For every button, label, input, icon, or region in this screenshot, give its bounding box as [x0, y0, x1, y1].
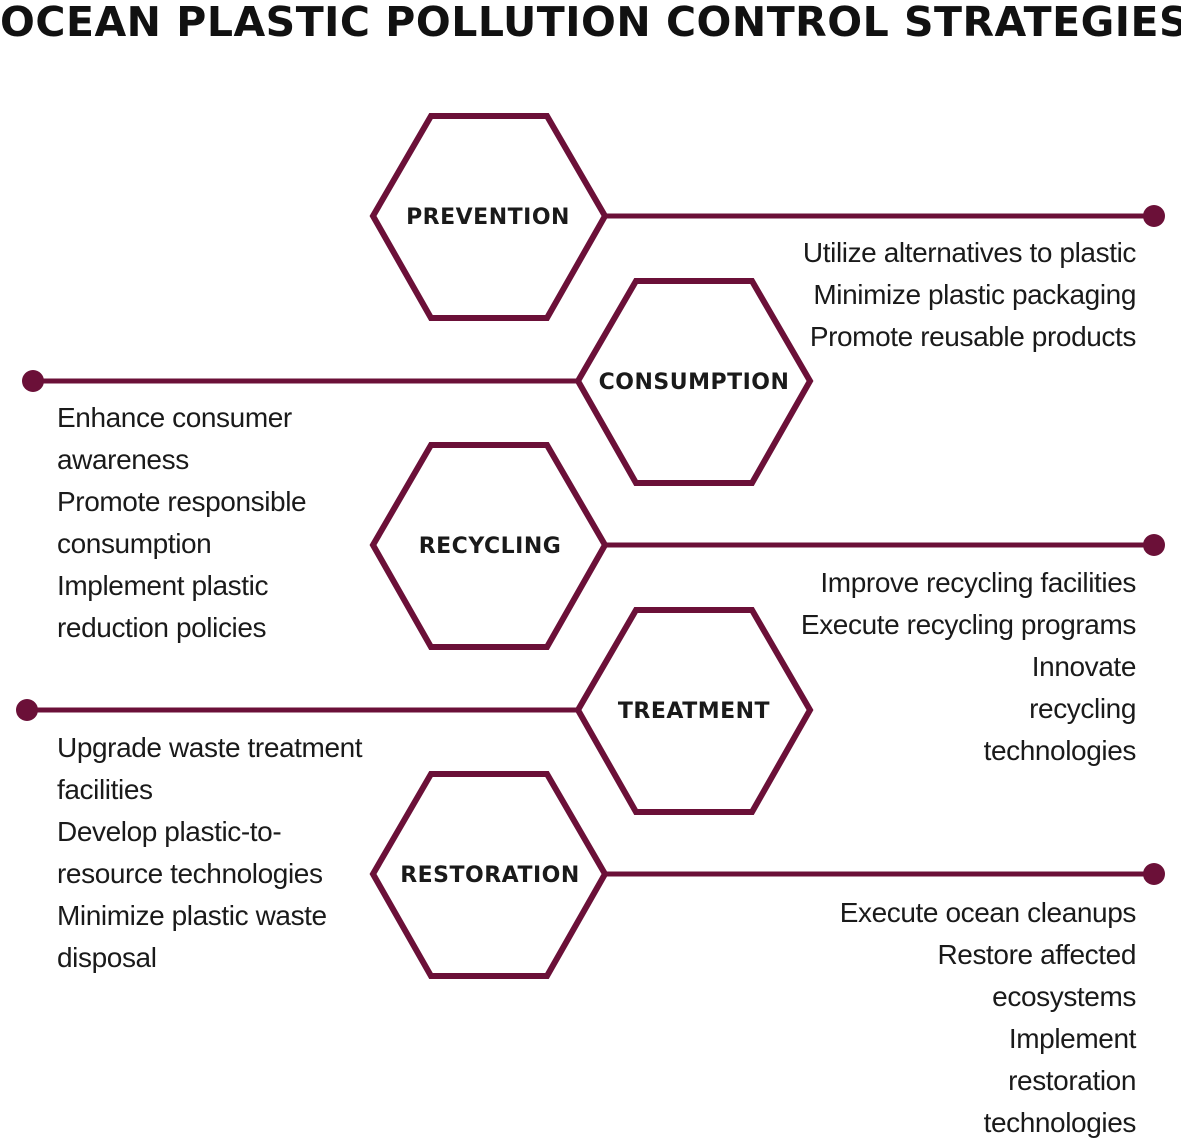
- list-item: Minimize plastic packaging: [813, 279, 1136, 310]
- recycling-items: Improve recycling facilities Execute rec…: [756, 562, 1136, 772]
- hexagon-shape: [369, 771, 609, 979]
- strategy-node-prevention: PREVENTION: [369, 113, 1165, 321]
- prevention-items: Utilize alternatives to plastic Minimize…: [716, 232, 1136, 358]
- strategy-node-recycling: RECYCLING: [369, 442, 1165, 650]
- restoration-items: Execute ocean cleanups Restore affected …: [796, 892, 1137, 1144]
- list-item: Implement restoration technologies: [983, 1023, 1137, 1138]
- connector-dot: [1143, 205, 1165, 227]
- connector-dot: [22, 370, 44, 392]
- strategy-diagram: PREVENTION CONSUMPTION RECYCLING TREATME…: [16, 113, 1165, 979]
- list-item: Restore affected ecosystems: [937, 939, 1136, 1012]
- strategy-node-consumption: CONSUMPTION: [22, 278, 814, 486]
- list-item: Upgrade waste treatment facilities: [57, 732, 363, 805]
- connector-dot: [16, 699, 38, 721]
- treatment-items: Upgrade waste treatment facilities Devel…: [57, 727, 372, 979]
- page-title: OCEAN PLASTIC POLLUTION CONTROL STRATEGI…: [0, 0, 1181, 46]
- hexagon-label: TREATMENT: [618, 699, 770, 724]
- list-item: Execute recycling programs: [800, 609, 1136, 640]
- list-item: Enhance consumer awareness: [57, 402, 292, 475]
- list-item: Promote reusable products: [809, 321, 1137, 352]
- connector-dot: [1143, 863, 1165, 885]
- list-item: Innovate recycling technologies: [983, 651, 1137, 766]
- strategy-node-restoration: RESTORATION: [369, 771, 1165, 979]
- list-item: Execute ocean cleanups: [839, 897, 1137, 928]
- list-item: Utilize alternatives to plastic: [802, 237, 1136, 268]
- hexagon-shape: [369, 113, 609, 321]
- hexagon-label: PREVENTION: [406, 205, 570, 230]
- list-item: Develop plastic-to-resource technologies: [57, 816, 323, 889]
- hexagon-label: RECYCLING: [419, 534, 562, 559]
- hexagon-shape: [574, 278, 814, 486]
- strategy-node-treatment: TREATMENT: [16, 607, 814, 815]
- consumption-items: Enhance consumer awareness Promote respo…: [57, 397, 387, 649]
- list-item: Promote responsible consumption: [57, 486, 307, 559]
- list-item: Implement plastic reduction policies: [57, 570, 269, 643]
- hexagon-shape: [574, 607, 814, 815]
- list-item: Minimize plastic waste disposal: [57, 900, 327, 973]
- connector-dot: [1143, 534, 1165, 556]
- hexagon-label: CONSUMPTION: [599, 370, 790, 395]
- hexagon-shape: [369, 442, 609, 650]
- hexagon-label: RESTORATION: [400, 863, 580, 888]
- list-item: Improve recycling facilities: [820, 567, 1136, 598]
